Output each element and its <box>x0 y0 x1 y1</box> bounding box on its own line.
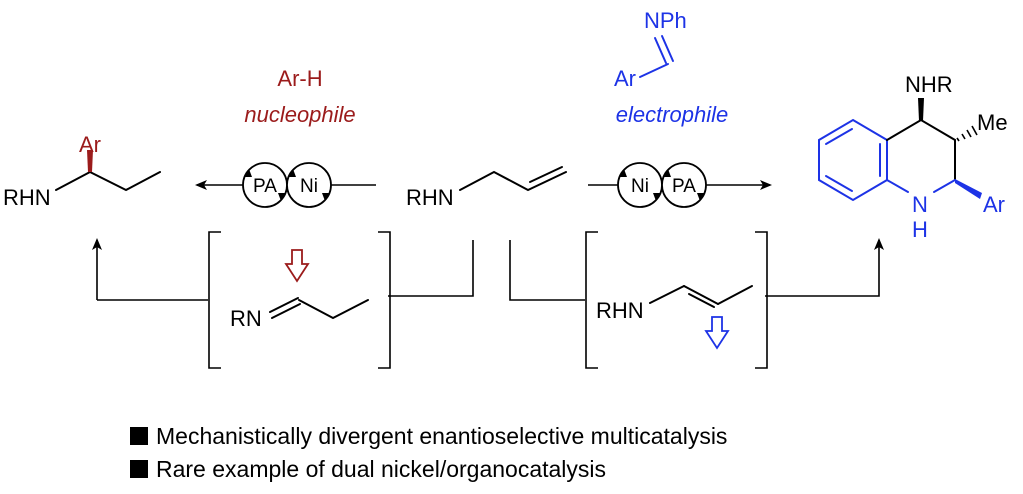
left-product: RHN Ar <box>3 132 161 210</box>
enamine-double-bond <box>688 293 715 308</box>
bullet-square <box>130 427 148 445</box>
nhr-wedge-bond <box>918 98 924 121</box>
imine-bond <box>661 35 674 62</box>
imine-double-bond <box>271 303 301 319</box>
intermediate-right-amine: RHN <box>596 298 644 323</box>
cycle-pa-right-label: PA <box>672 176 696 197</box>
left-reagent-title: Ar-H <box>277 66 322 91</box>
product-aryl: Ar <box>983 192 1005 217</box>
bullet-text-1: Mechanistically divergent enantioselecti… <box>156 423 727 449</box>
left-catalysis: PA Ni <box>195 162 376 208</box>
cycle-ni-left-label: Ni <box>300 176 318 197</box>
electrophilic-site-arrow <box>284 249 310 283</box>
summary-bullets: Mechanistically divergent enantioselecti… <box>130 423 727 482</box>
allyl-chain <box>459 170 567 192</box>
cycle-ni-left <box>286 162 332 208</box>
pathway-arrow-up-right <box>765 238 884 297</box>
aromatic-bond <box>825 175 853 192</box>
left-product-chain <box>55 170 161 192</box>
n-c2-bond <box>933 179 956 193</box>
cycle-ni-right-label: Ni <box>631 176 649 197</box>
bracket-right-close <box>755 231 768 369</box>
right-reagent-imine: NPh <box>644 8 687 33</box>
bullet-square <box>130 460 148 478</box>
pathway-line <box>388 240 474 297</box>
left-pathway: RN <box>92 231 474 369</box>
bracket-right-open <box>585 231 598 369</box>
cycle-arrowhead <box>322 193 330 201</box>
cycle-arrowhead <box>288 169 296 177</box>
cycle-arrowhead <box>653 193 661 201</box>
center-substrate-amine: RHN <box>406 185 454 210</box>
benzene-ring <box>818 118 888 202</box>
left-reagent-role: nucleophile <box>244 102 355 127</box>
aryl-wedge-bond <box>955 179 982 199</box>
cycle-pa-right <box>661 162 707 208</box>
enamine-double-bond <box>683 285 719 305</box>
product-nh-n: N <box>912 192 928 217</box>
left-product-wedge-bond <box>87 150 93 172</box>
imine-bond <box>654 37 667 64</box>
aryl-bond <box>639 63 669 78</box>
cycle-arrowhead <box>244 169 252 177</box>
cycle-arrowhead <box>619 169 627 177</box>
imine-double-bond <box>269 297 299 313</box>
cycle-arrowhead <box>278 193 286 201</box>
product-methyl: Me <box>977 110 1008 135</box>
left-product-aryl: Ar <box>79 132 101 157</box>
cycle-arrowhead <box>663 169 671 177</box>
intermediate-left-imine: RN <box>230 306 262 331</box>
alkene-double-bond <box>529 166 563 183</box>
cycle-arrowhead <box>697 193 705 201</box>
bracket-left-close <box>378 231 391 369</box>
right-reagent-aryl: Ar <box>614 66 636 91</box>
right-reagent: NPh Ar electrophile <box>614 8 728 127</box>
nucleophilic-site-arrow <box>704 316 730 350</box>
bullet-text-2: Rare example of dual nickel/organocataly… <box>156 456 606 482</box>
right-reagent-role: electrophile <box>616 102 729 127</box>
left-product-amine: RHN <box>3 185 51 210</box>
pathway-line <box>509 240 585 301</box>
cycle-pa-left-label: PA <box>253 176 277 197</box>
center-substrate: RHN <box>406 166 567 210</box>
right-catalysis: Ni PA <box>588 162 772 208</box>
methyl-hashed-bond <box>956 125 978 142</box>
right-pathway: RHN <box>509 231 884 369</box>
enamine-bond <box>649 285 685 304</box>
aromatic-bond <box>825 128 853 145</box>
product-nh-h: H <box>912 217 928 242</box>
product-nhr: NHR <box>905 72 953 97</box>
n-aryl-bond <box>886 179 909 193</box>
bracket-left-open <box>208 231 221 369</box>
enamine-chain <box>717 285 753 305</box>
imine-chain <box>298 299 369 320</box>
saturated-ring <box>886 118 956 181</box>
right-product: NHR Me N H Ar <box>818 72 1008 242</box>
